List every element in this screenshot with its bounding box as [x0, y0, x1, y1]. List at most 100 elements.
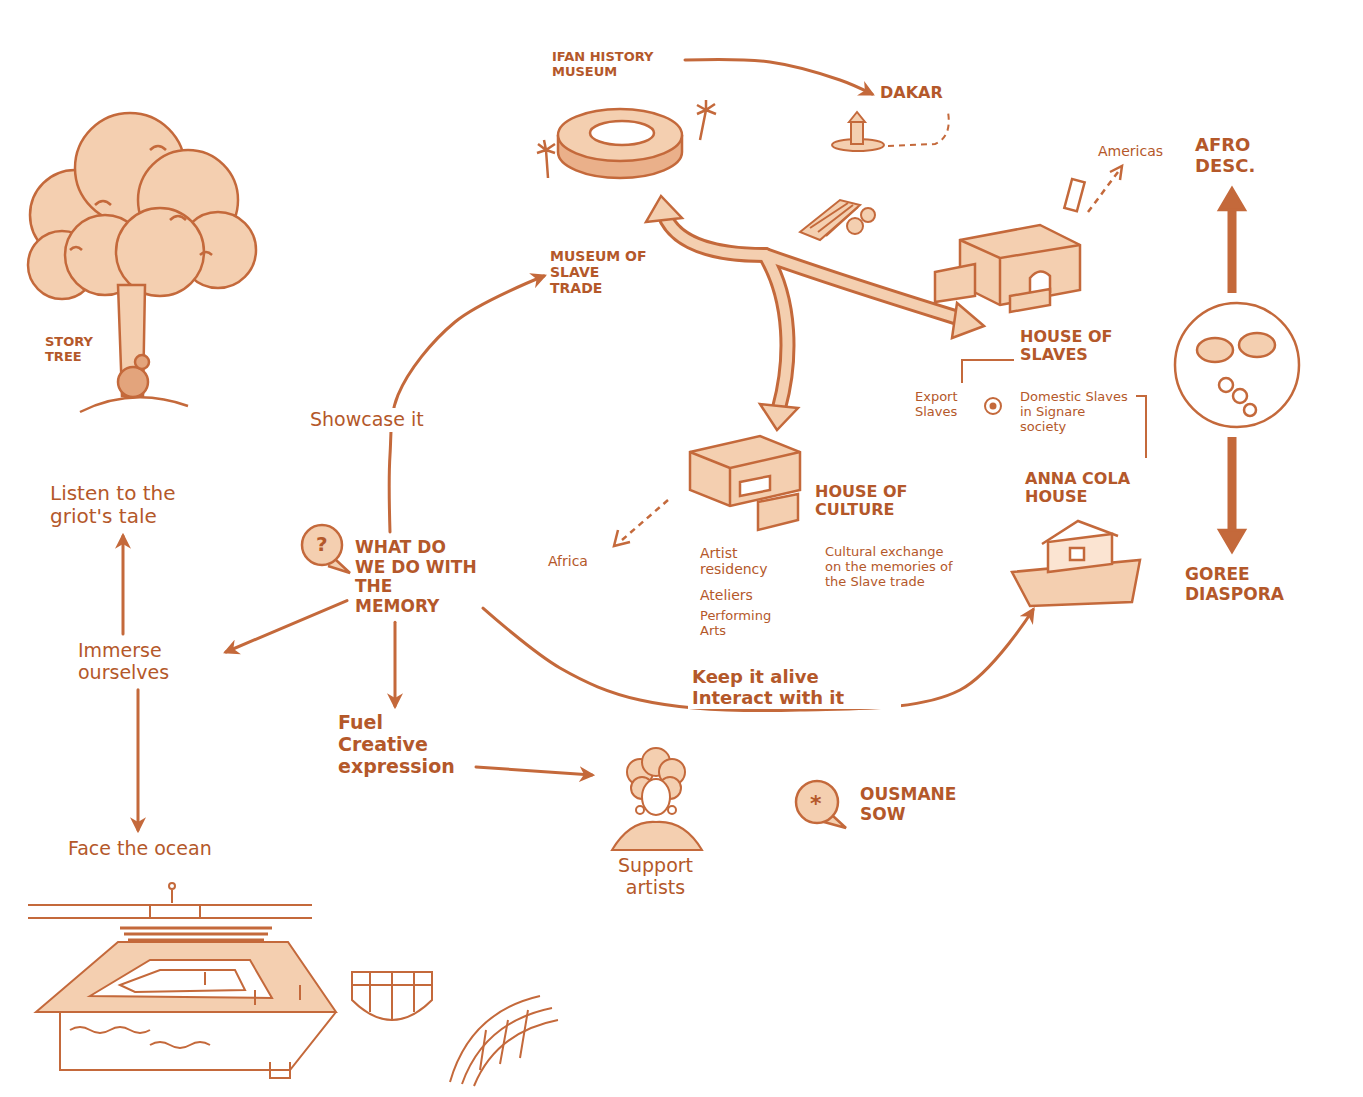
artist-portrait [612, 748, 702, 850]
anna-cola-house-drawing [1012, 521, 1140, 606]
node-text: MUSEUM OF SLAVE TRADE [550, 248, 650, 296]
node-text: Immerse ourselves [78, 640, 218, 684]
concept-node: Support artists [598, 735, 713, 899]
palm-tree [697, 100, 716, 140]
dashed-arrow [1088, 172, 1118, 212]
leader-line [1136, 396, 1146, 458]
chain-link [1219, 378, 1233, 392]
chain-link [1244, 404, 1256, 416]
arrow-branch-outline [664, 214, 765, 255]
museum-court [590, 121, 654, 145]
dakar-dashed-line [888, 112, 949, 146]
flow-arrow [389, 276, 544, 532]
flow-arrow [394, 622, 397, 706]
circle-outline [1175, 303, 1299, 427]
sketch-label: OUSMANE SOW [860, 785, 970, 824]
arrow-branch-outline [765, 255, 787, 408]
node-text: HOUSE OF SLAVES [1020, 328, 1170, 365]
dakar-building [832, 112, 949, 151]
flow-arrow [483, 608, 1033, 710]
sitting-figure [118, 367, 148, 397]
arrow-head [760, 404, 798, 430]
dakar-tower [851, 122, 863, 144]
flow-arrow [137, 690, 140, 830]
circled-dot [985, 398, 1001, 414]
pool-inner-step [120, 970, 245, 992]
house-of-slaves-building [935, 166, 1122, 312]
concept-node: DAKAR [880, 84, 943, 102]
standing-figure [169, 883, 175, 903]
concept-node: Listen to the griot's tale [50, 482, 235, 528]
branching-arrow [646, 196, 984, 430]
sketch-label: Domestic Slaves in Signare society [1020, 390, 1132, 435]
building-court [740, 476, 770, 496]
flow-arrow [476, 767, 592, 775]
dakar-roof [849, 112, 865, 122]
story-tree [28, 113, 256, 412]
house-of-slaves-leaders [962, 360, 1146, 458]
sketch-label: Americas [1098, 143, 1163, 159]
node-text: WHAT DO WE DO WITH THE MEMORY [355, 538, 477, 616]
pool-outline [36, 942, 336, 1012]
sketch-label: Export Slaves [915, 390, 979, 420]
house-body [1048, 534, 1112, 572]
concept-node: Fuel Creative expression [338, 712, 468, 778]
node-text: ANNA COLA HOUSE [1025, 470, 1155, 507]
sketch-label: * [810, 791, 822, 816]
leader-line [962, 360, 1014, 383]
palm-tree [537, 140, 555, 178]
concept-node: WHAT DO WE DO WITH THE MEMORY [355, 538, 477, 616]
building-wing [935, 264, 975, 302]
building-wing [758, 494, 798, 530]
shackle [1197, 338, 1233, 362]
face [642, 779, 670, 815]
shield-sketch [352, 972, 432, 1020]
loop [861, 208, 875, 222]
sketch-label: Cultural exchange on the memories of the… [825, 545, 960, 590]
flow-arrow [122, 536, 125, 634]
tree-squiggle [70, 146, 212, 255]
sitting-figure-head [135, 355, 149, 369]
dashed-arrow [622, 500, 668, 540]
node-text: AFRO DESC. [1195, 135, 1295, 176]
sketch-label: ? [316, 533, 328, 556]
node-text: DAKAR [880, 84, 943, 102]
flow-arrow [226, 601, 347, 652]
sketch-label: Performing Arts [700, 609, 792, 639]
concept-node: HOUSE OF CULTURE [815, 483, 945, 520]
edge-label: Showcase it [306, 408, 428, 432]
pool-inner [90, 960, 272, 998]
shackle [1239, 333, 1275, 357]
flow-arrow [685, 60, 872, 94]
concept-node: Face the ocean [68, 838, 212, 860]
node-text: Support artists [598, 855, 713, 899]
dashed-arrow-head [614, 530, 630, 546]
thick-arrow [1228, 437, 1237, 532]
earring [668, 806, 676, 814]
shield-lines [352, 972, 432, 1020]
node-text: GOREE DIASPORA [1185, 565, 1325, 604]
house-of-culture-building [614, 436, 800, 546]
chain-link [1233, 389, 1247, 403]
node-text: IFAN HISTORY MUSEUM [552, 50, 677, 80]
concept-node: HOUSE OF SLAVES [1020, 328, 1170, 365]
building-main [690, 436, 800, 506]
concept-node: ANNA COLA HOUSE [1025, 470, 1155, 602]
tree-ground [80, 397, 188, 412]
arrow-head [952, 303, 984, 338]
ifan-museum-building [537, 100, 716, 178]
tree-canopy [116, 208, 204, 296]
door-frame [1064, 179, 1084, 211]
circled-dot-center [991, 404, 996, 409]
sketch-label: Artist residency [700, 545, 792, 577]
platform-bars [28, 905, 312, 918]
bubble [796, 781, 838, 823]
small-figures [205, 972, 300, 1005]
waves [70, 1027, 210, 1048]
loop [847, 218, 863, 234]
concept-node: IFAN HISTORY MUSEUM [552, 50, 677, 80]
star-bubble [796, 781, 846, 828]
